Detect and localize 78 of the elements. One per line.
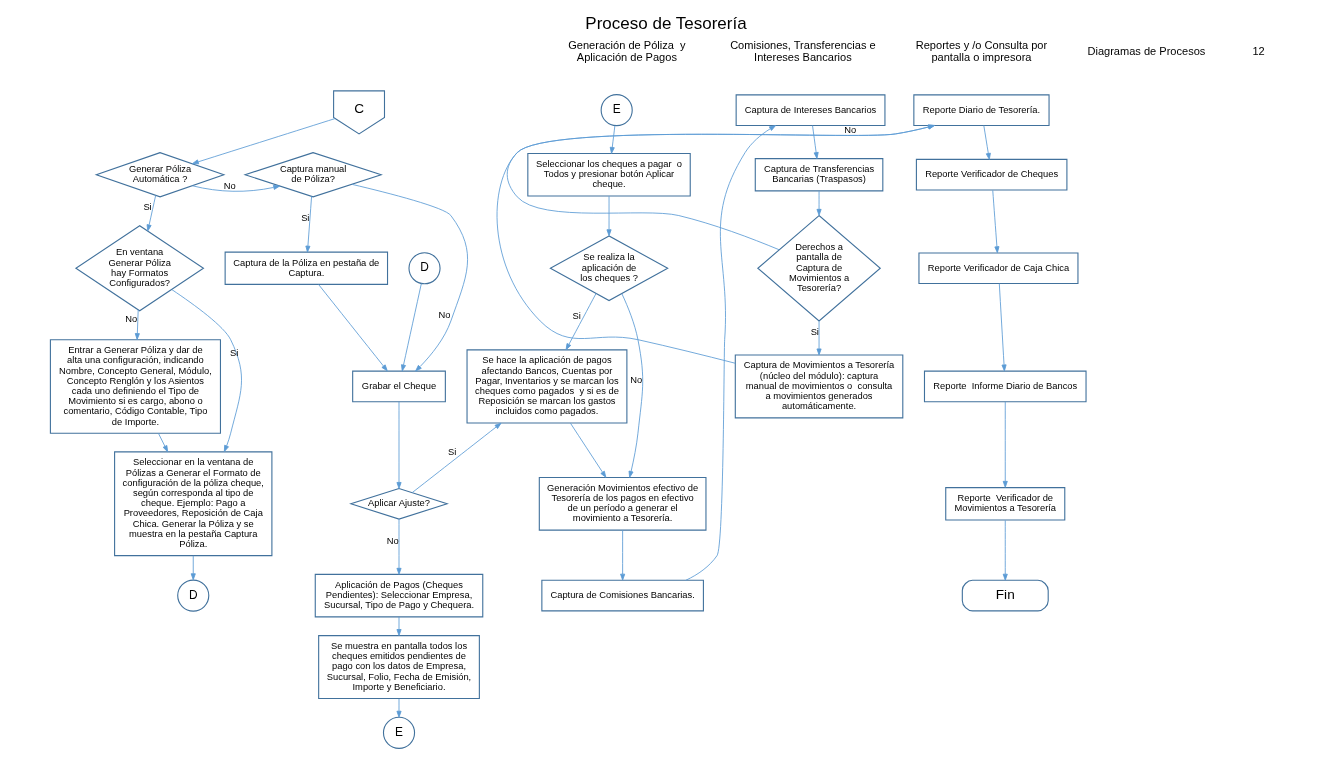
node-circle: D — [408, 252, 441, 285]
arrow — [812, 125, 819, 159]
label: Generación de Póliza y Aplicación de Pagos — [568, 39, 686, 64]
arrow — [190, 555, 196, 581]
arrow — [192, 118, 336, 165]
arrow — [1002, 401, 1008, 488]
node-circle: E — [382, 716, 416, 749]
diagram-title: Proceso de Tesorería — [585, 13, 747, 33]
node-box: Seleccionar los cheques a pagar o Todos y presionar botón Aplicar cheque. — [527, 152, 691, 197]
edge-label: Si — [810, 327, 819, 338]
edge-label: Si — [301, 213, 310, 224]
edge-label: No — [386, 535, 399, 546]
node-box: Generación Movimientos efectivo de Tesorería de los pagos en efectivo de un período a generar el movimiento a Tesorería. — [538, 476, 707, 531]
node-box: Se hace la aplicación de pagos afectando Bancos, Cuentas por Pagar, Inventarios y se marcan los cheques como pagados y si es de Reposición se marcan los gastos incluidos como pagados. — [466, 349, 628, 424]
arrow — [998, 283, 1007, 372]
arrow — [146, 195, 157, 232]
node-box: Reporte Verificador de Cheques — [915, 158, 1068, 191]
arrow — [565, 293, 597, 351]
arrow — [396, 698, 402, 718]
arrow — [158, 432, 169, 453]
node-box: Captura de Intereses Bancarios — [735, 94, 886, 126]
arrow — [191, 184, 281, 192]
arrow — [496, 124, 935, 364]
node-box: Captura de la Póliza en pestaña de Captura. — [224, 251, 389, 285]
node-box: Reporte Verificador de Caja Chica — [918, 252, 1079, 285]
edge-label: No — [223, 180, 236, 191]
arrow — [171, 289, 242, 452]
arrow — [1002, 519, 1008, 581]
edge-label: No — [630, 375, 643, 386]
edge-label: Si — [572, 311, 581, 322]
arrow — [134, 309, 140, 340]
edge-label: No — [438, 310, 451, 321]
arrow — [620, 529, 626, 581]
node-box: Se muestra en pantalla todos los cheques emitidos pendientes de pago con los datos de Empresa, Sucursal, Folio, Fecha de Emisión, Importe y Beneficiario. — [318, 635, 480, 700]
node-circle: E — [600, 94, 633, 127]
arrow — [396, 616, 402, 636]
arrow — [606, 195, 612, 237]
arrow — [506, 124, 935, 251]
node-diamond: Derechos a pantalla de Captura de Movimientos a Tesorería? — [756, 214, 882, 322]
arrow — [816, 190, 822, 216]
arrow — [318, 284, 388, 372]
node-diamond: Se realiza la aplicación de los cheques ? — [549, 235, 669, 302]
label: Diagramas de Procesos — [1087, 45, 1206, 58]
arrow — [621, 293, 644, 478]
node-box: Reporte Informe Diario de Bancos — [923, 370, 1087, 403]
arrow — [992, 189, 1000, 254]
edge-label: Si — [448, 447, 457, 458]
node-circle: D — [177, 579, 210, 612]
node-box: Captura de Transferencias Bancarias (Traspasos) — [754, 158, 884, 192]
label: 12 — [1252, 45, 1265, 58]
arrow — [396, 518, 402, 575]
label: Comisiones, Transferencias e Intereses Bancarios — [730, 39, 876, 64]
arrow — [401, 283, 422, 372]
arrow — [396, 401, 402, 489]
edge-label: Si — [229, 348, 239, 358]
edge-label: No — [844, 124, 857, 135]
arrow — [570, 422, 607, 478]
node-box: Grabar el Cheque — [352, 370, 446, 403]
edge-label: Si — [143, 202, 152, 213]
node-diamond: Aplicar Ajuste? — [349, 487, 449, 520]
arrow — [685, 125, 776, 581]
arrow — [411, 422, 502, 494]
node-box: Reporte Verificador de Movimientos a Tesorería — [945, 487, 1066, 521]
arrow — [305, 196, 312, 253]
node-box: Captura de Movimientos a Tesorería (núcleo del módulo): captura manual de movimientos o consulta a movimientos generados automáticamente. — [734, 354, 904, 419]
node-box: Fin — [961, 579, 1049, 612]
arrow — [351, 183, 468, 372]
label: Reportes y /o Consulta por pantalla o impresora — [915, 39, 1048, 64]
node-box: Captura de Comisiones Bancarias. — [541, 579, 704, 612]
node-box: Seleccionar en la ventana de Pólizas a Generar el Formato de configuración de la póliza cheque, según corresponda al tipo de cheque. Ejemplo: Pago a Proveedores, Reposición de Caja Chica. Generar la Póliza y se muestra en la pestaña Captura Póliza. — [114, 451, 273, 557]
arrow — [983, 125, 991, 160]
node-box: Reporte Diario de Tesorería. — [913, 94, 1050, 126]
node-box: Entrar a Generar Póliza y dar de alta una configuración, indicando Nombre, Concepto General, Módulo, Concepto Renglón y los Asientos cada uno definiendo el Tipo de Movimiento si es cargo, abono o comentario, Código Contable, Tipo de Importe. — [49, 339, 221, 434]
arrow — [609, 125, 616, 154]
arrow — [816, 320, 822, 356]
node-box: Aplicación de Pagos (Cheques Pendientes): Seleccionar Empresa, Sucursal, Tipo de Pago y Chequera. — [314, 573, 484, 618]
node-diamond: Captura manual de Póliza? — [243, 152, 383, 198]
edge-label: No — [125, 314, 138, 325]
